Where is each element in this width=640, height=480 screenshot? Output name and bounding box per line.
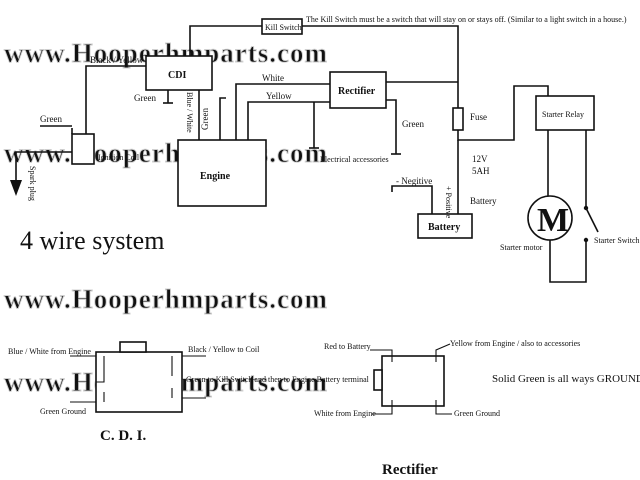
rectifier-pin bbox=[435, 400, 452, 415]
cdi-pin bbox=[70, 355, 105, 383]
rect-red-label: Red to Battery bbox=[324, 342, 371, 351]
engine-box bbox=[177, 139, 267, 207]
battery-caption: Battery bbox=[470, 196, 497, 206]
switch-contact bbox=[583, 237, 589, 243]
starter-motor-label: Starter motor bbox=[500, 243, 543, 252]
coil-green-label: Green bbox=[40, 114, 62, 124]
watermark-text: www.Hooperhmparts.com bbox=[4, 284, 328, 314]
rect-green-label: Green Ground bbox=[454, 409, 500, 418]
rectifier-green-wire bbox=[386, 99, 397, 154]
rectifier-pin bbox=[370, 349, 393, 362]
watermark-text: www.Hooperhmparts.com bbox=[4, 138, 328, 168]
black-yellow-label: Black / Yellow bbox=[90, 55, 144, 65]
spark-plug-label: Spark plug bbox=[28, 166, 37, 201]
diagram-title: 4 wire system bbox=[20, 226, 164, 255]
ignition-coil-label: Ignition Coil bbox=[98, 153, 140, 162]
relay-input-stub bbox=[536, 85, 549, 96]
cdi-detail-tab bbox=[119, 341, 147, 353]
starter-switch-blade bbox=[585, 207, 599, 233]
engine-label: Engine bbox=[200, 171, 231, 182]
spark-plug-wire bbox=[15, 151, 72, 182]
spark-plug-symbol bbox=[10, 180, 22, 196]
kill-wire-right bbox=[302, 25, 459, 108]
black-yellow-wire bbox=[85, 65, 146, 134]
cdi-greenkill-label: Green to Kill Switch and then to Engine … bbox=[186, 375, 370, 384]
cdi-caption: C. D. I. bbox=[100, 428, 147, 444]
engine-green-label: Green bbox=[200, 108, 210, 130]
negative-wire bbox=[391, 185, 433, 214]
cdi-pin bbox=[70, 392, 105, 403]
rectifier-detail: Red to Battery Yellow from Engine / also… bbox=[314, 339, 640, 478]
fuse-symbol bbox=[452, 107, 464, 131]
negitive-label: - Negitive bbox=[396, 176, 432, 186]
motor-return-wire bbox=[549, 240, 587, 283]
fuse-to-relay-wire bbox=[457, 85, 536, 141]
rectifier-pin bbox=[435, 343, 451, 362]
rectifier-caption: Rectifier bbox=[382, 462, 438, 478]
switch-contact bbox=[583, 205, 589, 211]
cdi-green-label: Green bbox=[134, 93, 156, 103]
fuse-label: Fuse bbox=[470, 112, 487, 122]
cdi-box bbox=[145, 55, 213, 91]
white-label: White bbox=[262, 73, 284, 83]
rectifier-label: Rectifier bbox=[338, 86, 376, 97]
white-wire bbox=[235, 83, 330, 140]
cdi-pin bbox=[171, 355, 206, 376]
battery-spec-capacity: 5AH bbox=[472, 166, 490, 176]
cdi-detail: Blue / White from Engine Green Ground Bl… bbox=[8, 341, 370, 444]
cdi-greenground-label: Green Ground bbox=[40, 407, 86, 416]
starter-relay-box bbox=[535, 95, 595, 131]
positive-label: + Positive bbox=[444, 186, 453, 219]
top-note: The Kill Switch must be a switch that wi… bbox=[306, 15, 627, 24]
cdi-bluewhite-label: Blue / White from Engine bbox=[8, 347, 91, 356]
cdi-pin bbox=[171, 388, 206, 399]
starter-relay-label: Starter Relay bbox=[542, 110, 584, 119]
rectifier-green-label: Green bbox=[402, 119, 424, 129]
rect-ground-note: Solid Green is all ways GROUND bbox=[492, 373, 640, 385]
rect-yellow-label: Yellow from Engine / also to accessories bbox=[450, 339, 580, 348]
cdi-label: CDI bbox=[168, 70, 186, 81]
motor-symbol-letter: M bbox=[537, 202, 569, 239]
starter-switch-label: Starter Switch bbox=[594, 236, 640, 245]
battery-label: Battery bbox=[428, 222, 460, 233]
kill-switch-label: Kill Switch bbox=[265, 23, 302, 32]
rect-white-label: White from Engine bbox=[314, 409, 376, 418]
rectifier-pin bbox=[372, 400, 393, 415]
ignition-coil-box bbox=[71, 133, 95, 165]
rectifier-detail-box bbox=[381, 355, 445, 407]
rectifier-detail-tab bbox=[373, 369, 383, 391]
battery-spec-voltage: 12V bbox=[472, 154, 488, 164]
blue-white-label: Blue / White bbox=[185, 92, 194, 133]
rectifier-box bbox=[329, 71, 387, 109]
yellow-label: Yellow bbox=[266, 91, 292, 101]
yellow-wire bbox=[247, 101, 330, 140]
accessories-label: Electrical accessories bbox=[320, 155, 389, 164]
kill-wire-left bbox=[189, 25, 262, 56]
cdi-detail-box bbox=[95, 351, 183, 413]
engine-green-wire bbox=[219, 97, 226, 140]
battery-box bbox=[417, 213, 473, 239]
cdi-blackyellow-label: Black / Yellow to Coil bbox=[188, 345, 260, 354]
watermark-text: www.Hooperhmparts.com bbox=[4, 38, 328, 68]
